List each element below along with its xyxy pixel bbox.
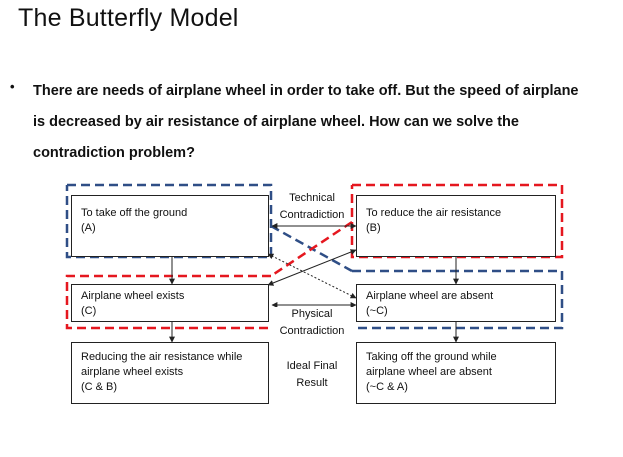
ifr-label-line1: Ideal Final xyxy=(286,360,338,372)
bullet-text: There are needs of airplane wheel in ord… xyxy=(33,83,579,161)
box-notca: Taking off the ground while airplane whe… xyxy=(356,342,556,404)
cross-dotted-arrow xyxy=(267,253,357,299)
box-notca-line1: Taking off the ground while xyxy=(366,351,497,363)
box-notca-code: (~C & A) xyxy=(366,381,408,393)
ideal-final-result-label: Ideal Final Result xyxy=(271,359,353,391)
slide-title: The Butterfly Model xyxy=(18,4,239,32)
technical-label-line2: Contradiction xyxy=(279,209,345,221)
box-b: To reduce the air resistance (B) xyxy=(356,195,556,257)
technical-contradiction-label: Technical Contradiction xyxy=(271,191,353,223)
box-a: To take off the ground (A) xyxy=(71,195,269,257)
ifr-label-line2: Result xyxy=(296,377,328,389)
box-cb: Reducing the air resistance while airpla… xyxy=(71,342,269,404)
box-notc-label: Airplane wheel are absent xyxy=(366,290,494,302)
red-dashed-frame xyxy=(65,183,564,330)
box-notc: Airplane wheel are absent (~C) xyxy=(356,284,556,322)
box-cb-line2: airplane wheel exists xyxy=(81,366,184,378)
box-c-label: Airplane wheel exists xyxy=(81,290,185,302)
box-c-code: (C) xyxy=(81,305,97,317)
box-notca-line2: airplane wheel are absent xyxy=(366,366,492,378)
box-cb-line1: Reducing the air resistance while xyxy=(81,351,243,363)
box-a-code: (A) xyxy=(81,222,96,234)
box-notc-code: (~C) xyxy=(366,305,388,317)
cross-arrow xyxy=(267,249,357,286)
physical-label-line2: Contradiction xyxy=(279,325,345,337)
box-b-label: To reduce the air resistance xyxy=(366,207,502,219)
physical-contradiction-label: Physical Contradiction xyxy=(271,307,353,339)
box-a-label: To take off the ground xyxy=(81,207,188,219)
box-cb-code: (C & B) xyxy=(81,381,118,393)
bullet-dot: • xyxy=(10,79,15,94)
box-b-code: (B) xyxy=(366,222,381,234)
technical-label-line1: Technical xyxy=(289,192,335,204)
physical-label-line1: Physical xyxy=(291,308,333,320)
bullet-point: • There are needs of airplane wheel in o… xyxy=(10,76,610,169)
box-c: Airplane wheel exists (C) xyxy=(71,284,269,322)
